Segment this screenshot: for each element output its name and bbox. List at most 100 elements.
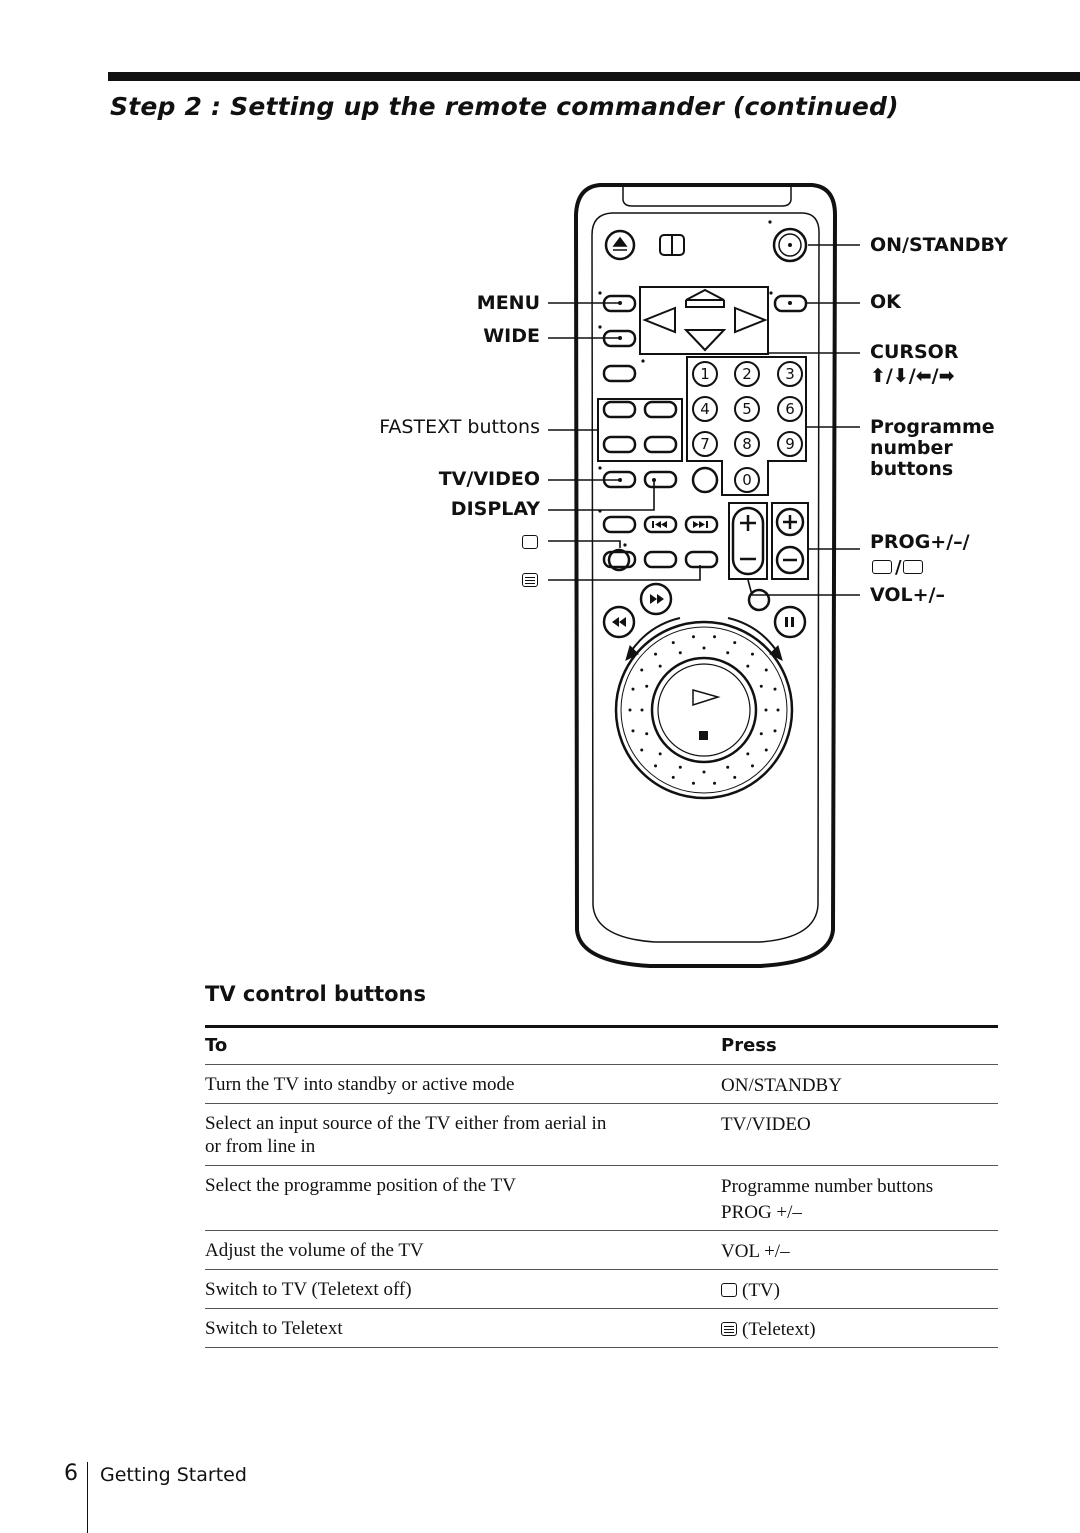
digit-label-2: 2 (742, 365, 752, 383)
digit-label-3: 3 (785, 365, 795, 383)
dial-dot (678, 651, 682, 655)
teletext-icon (721, 1322, 737, 1336)
row-press-line1: Programme number buttons (721, 1176, 934, 1197)
digit-button-1 (692, 361, 718, 387)
digit-label-6: 6 (785, 400, 795, 418)
row-press: TV/VIDEO (721, 1114, 811, 1135)
wide-label: WIDE (483, 325, 540, 347)
table-row: Switch to Teletext (Teletext) (205, 1309, 998, 1348)
prog-label: PROG+/–/ (870, 531, 970, 553)
programme-label-line1: Programme (870, 416, 995, 438)
digit-button-5 (734, 396, 760, 422)
dial-dot (658, 664, 662, 668)
digit-label-0: 0 (742, 471, 752, 489)
dial-dot (733, 775, 737, 779)
row-press: VOL +/– (721, 1241, 790, 1262)
cursor-arrows-label: ⬆/⬇/⬅/➡ (870, 365, 955, 387)
slash-separator: / (895, 557, 902, 578)
row-to: Switch to TV (Teletext off) (205, 1279, 412, 1300)
dial-dot (678, 765, 682, 769)
row-press: (Teletext) (721, 1317, 1001, 1343)
digit-label-4: 4 (700, 400, 710, 418)
fastext-label: FASTEXT buttons (379, 416, 540, 438)
digit-label-9: 9 (785, 435, 795, 453)
row-press-text: (Teletext) (742, 1319, 816, 1340)
row-to: Select an input source of the TV either … (205, 1113, 607, 1157)
tv-control-table: To Press Turn the TV into standby or act… (205, 1025, 998, 1348)
dial-dot (671, 775, 675, 779)
digit-label-8: 8 (742, 435, 752, 453)
table-row: Select an input source of the TV either … (205, 1104, 998, 1166)
row-press: (TV) (721, 1278, 1001, 1304)
row-press-text: (TV) (742, 1280, 780, 1301)
dial-dot (713, 781, 717, 785)
teletext-icon (522, 573, 538, 587)
dial-dot (759, 732, 763, 736)
tv-mode-icon (721, 1283, 737, 1297)
dial-dot (713, 635, 717, 639)
digit-button-3 (777, 361, 803, 387)
table-header: To Press (205, 1025, 998, 1065)
row-to: Turn the TV into standby or active mode (205, 1074, 515, 1095)
row-to: Select the programme position of the TV (205, 1175, 516, 1196)
button-shapes (597, 286, 809, 800)
footer-divider (87, 1462, 88, 1533)
digit-button-7 (692, 431, 718, 457)
dial-dot (640, 708, 644, 712)
dial-dot (750, 652, 754, 656)
dial-dot (776, 708, 780, 712)
table-row: Turn the TV into standby or active mode … (205, 1065, 998, 1104)
vol-label: VOL+/– (870, 584, 945, 606)
dial-dot (764, 748, 768, 752)
dial-dot (645, 732, 649, 736)
top-rule (108, 72, 1080, 81)
table-row: Switch to TV (Teletext off) (TV) (205, 1270, 998, 1309)
dial-dot (631, 687, 635, 691)
menu-label: MENU (476, 292, 540, 314)
dial-dot (733, 641, 737, 645)
dial-dot (671, 641, 675, 645)
dial-dot (702, 770, 706, 774)
dial-dot (658, 752, 662, 756)
digit-button-0 (734, 467, 760, 493)
table-row: Adjust the volume of the TV VOL +/– (205, 1231, 998, 1270)
dial-dot (691, 781, 695, 785)
section-title: TV control buttons (205, 982, 426, 1006)
dial-dot (691, 635, 695, 639)
footer-section-label: Getting Started (100, 1464, 247, 1486)
dial-dot (773, 687, 777, 691)
programme-label-line3: buttons (870, 458, 954, 480)
dial-dot (759, 684, 763, 688)
row-to: Switch to Teletext (205, 1318, 343, 1339)
digit-button-6 (777, 396, 803, 422)
dial-dot (631, 729, 635, 733)
dial-dot (702, 646, 706, 650)
programme-label-line2: number (870, 437, 953, 459)
display-label: DISPLAY (450, 498, 540, 520)
dial-dot (654, 764, 658, 768)
digit-label-1: 1 (700, 365, 710, 383)
digit-button-8 (734, 431, 760, 457)
row-press: Programme number buttons PROG +/– (721, 1174, 1001, 1226)
dial-dot (773, 729, 777, 733)
row-to: Adjust the volume of the TV (205, 1240, 424, 1261)
dial-dot (628, 708, 632, 712)
dial-dot (750, 764, 754, 768)
dial-dot (746, 664, 750, 668)
dial-dot (764, 668, 768, 672)
digit-button-9 (777, 431, 803, 457)
table-row: Select the programme position of the TV … (205, 1166, 998, 1231)
dial-dot (726, 765, 730, 769)
digit-button-4 (692, 396, 718, 422)
header-to: To (205, 1035, 228, 1056)
dial-dot (726, 651, 730, 655)
tv-video-label: TV/VIDEO (438, 468, 540, 490)
header-press: Press (721, 1035, 777, 1056)
digit-label-7: 7 (700, 435, 710, 453)
page-title: Step 2 : Setting up the remote commander… (110, 92, 899, 121)
ok-label: OK (870, 291, 901, 313)
teletext-up-icon (872, 560, 892, 574)
digit-button-2 (734, 361, 760, 387)
row-press: ON/STANDBY (721, 1075, 842, 1096)
on-standby-label: ON/STANDBY (870, 234, 1008, 256)
